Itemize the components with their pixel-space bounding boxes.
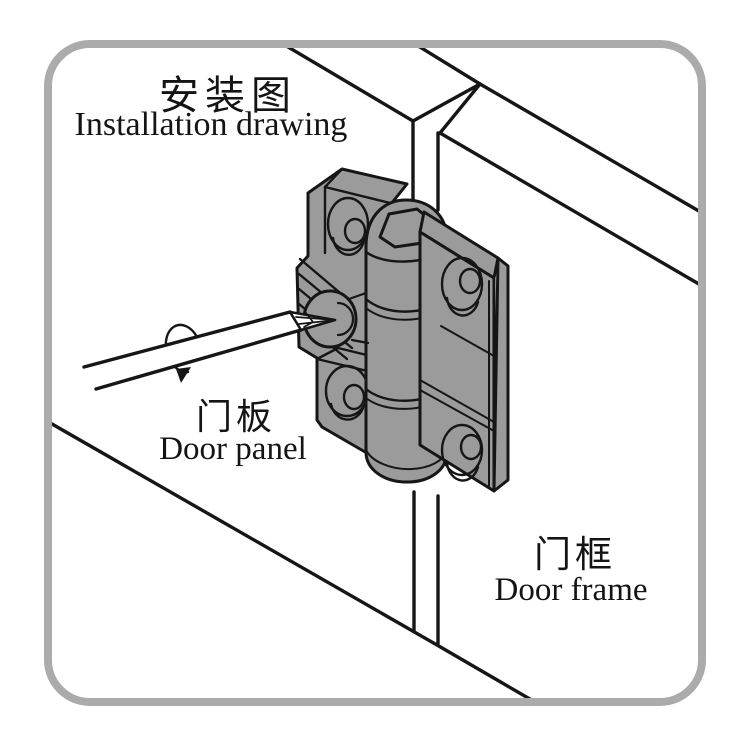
rotation-arrow bbox=[164, 323, 199, 383]
installation-title-zh: 安装图 bbox=[159, 73, 297, 118]
screwdriver-tip bbox=[288, 310, 337, 332]
hinge-hole bbox=[326, 196, 370, 256]
hinge-drawing bbox=[295, 167, 510, 493]
page-border bbox=[44, 40, 706, 706]
door-frame-drawing bbox=[435, 82, 698, 698]
hinge-hole bbox=[440, 256, 484, 317]
door-panel-label-zh: 门板 bbox=[195, 397, 277, 437]
hinge-right-wing bbox=[418, 210, 510, 493]
installation-title-en: Installation drawing bbox=[74, 106, 348, 143]
door-panel-drawing bbox=[52, 48, 482, 647]
screwdriver-drawing bbox=[82, 289, 370, 391]
door-panel-label-en: Door panel bbox=[159, 431, 307, 467]
hinge-hole bbox=[440, 423, 484, 482]
screwdriver-shaft bbox=[82, 310, 303, 391]
door-frame-label-zh: 门框 bbox=[534, 535, 616, 576]
door-frame-label-en: Door frame bbox=[494, 572, 648, 608]
